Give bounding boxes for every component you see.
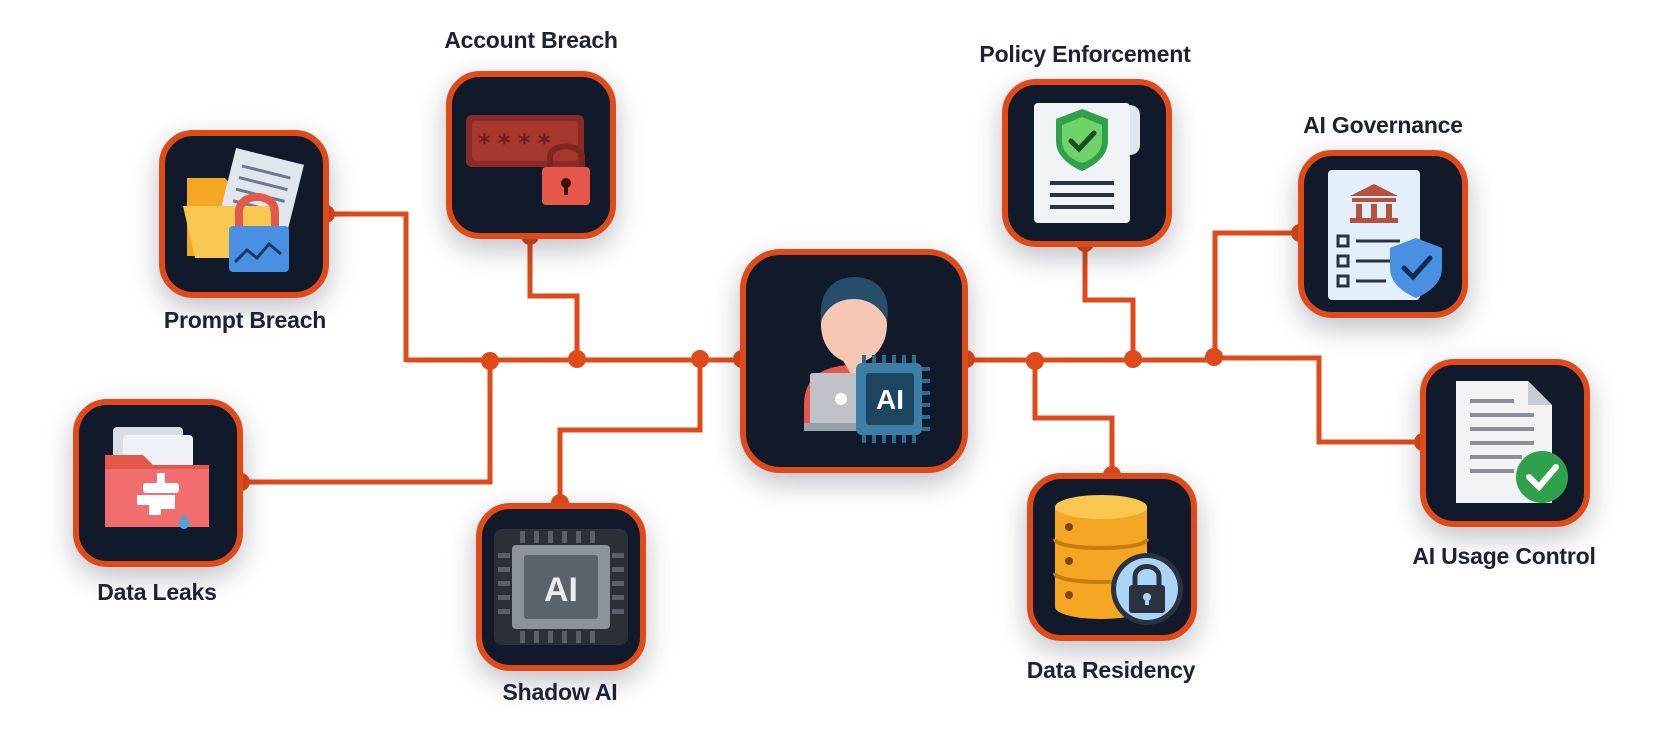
junction-dot bbox=[1205, 348, 1223, 366]
governance-checklist-icon bbox=[1328, 170, 1442, 300]
data-leaks-label: Data Leaks bbox=[97, 579, 217, 605]
shadow-ai-label: Shadow AI bbox=[502, 679, 618, 705]
junction-dot bbox=[568, 350, 586, 368]
account-breach-node: **** bbox=[446, 71, 616, 239]
ai-governance-label: AI Governance bbox=[1303, 112, 1463, 138]
data-residency-connector bbox=[1032, 360, 1115, 475]
policy-document-shield-icon bbox=[1034, 103, 1140, 223]
svg-text:*: * bbox=[518, 129, 531, 157]
document-check-icon bbox=[1456, 381, 1568, 503]
account-breach-label: Account Breach bbox=[444, 27, 618, 53]
leaking-folder-icon bbox=[105, 427, 209, 529]
center-user-ai-node: AI bbox=[740, 249, 968, 473]
ai-governance-connector bbox=[1212, 230, 1301, 362]
policy-enforcement-connector bbox=[1082, 242, 1136, 360]
prompt-breach-node bbox=[159, 130, 329, 298]
ai-governance-node bbox=[1298, 150, 1468, 318]
svg-text:*: * bbox=[538, 129, 551, 157]
user-with-ai-chip-icon: AI bbox=[804, 277, 930, 443]
prompt-breach-connector bbox=[326, 211, 409, 362]
prompt-breach-label: Prompt Breach bbox=[163, 307, 327, 333]
database-lock-icon bbox=[1053, 495, 1183, 625]
svg-text:AI: AI bbox=[544, 571, 578, 609]
folder-document-lock-icon bbox=[183, 147, 304, 272]
ai-chip-icon: AI bbox=[494, 529, 628, 645]
svg-text:*: * bbox=[498, 129, 511, 157]
ai-usage-control-label: AI Usage Control bbox=[1412, 543, 1596, 569]
data-leaks-connector bbox=[241, 360, 493, 485]
data-leaks-node bbox=[73, 399, 243, 567]
junction-dot bbox=[1026, 352, 1044, 370]
shadow-ai-node: AI bbox=[476, 503, 646, 671]
junction-dot bbox=[691, 350, 709, 368]
svg-text:AI: AI bbox=[876, 384, 904, 415]
junction-dot bbox=[1124, 350, 1142, 368]
svg-text:*: * bbox=[478, 129, 491, 157]
junction-dot bbox=[481, 352, 499, 370]
policy-enforcement-label: Policy Enforcement bbox=[979, 41, 1191, 67]
shadow-ai-connector bbox=[557, 360, 703, 505]
account-breach-connector bbox=[527, 235, 580, 360]
data-residency-node bbox=[1027, 473, 1197, 641]
password-lock-icon: **** bbox=[466, 115, 590, 205]
ai-usage-control-connector bbox=[1212, 355, 1423, 445]
ai-usage-control-node bbox=[1420, 359, 1590, 527]
policy-enforcement-node bbox=[1002, 79, 1172, 247]
data-residency-label: Data Residency bbox=[1026, 657, 1196, 683]
